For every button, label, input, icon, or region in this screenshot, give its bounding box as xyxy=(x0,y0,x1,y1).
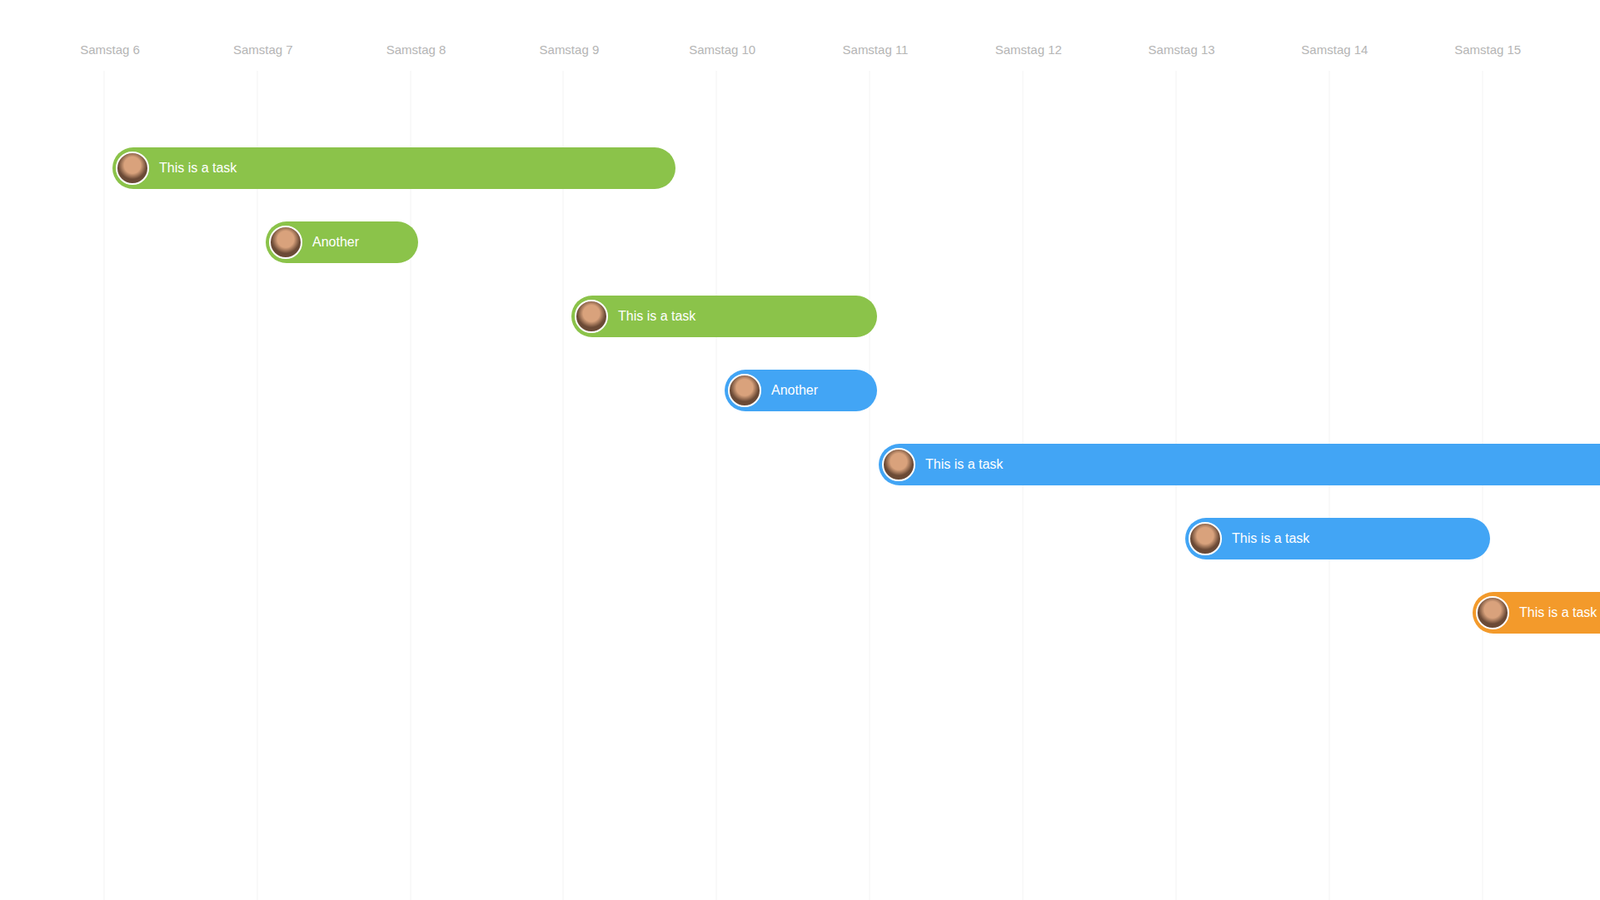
avatar-image xyxy=(727,373,762,408)
day-label: Samstag 15 xyxy=(1454,42,1521,57)
avatar-image xyxy=(269,225,303,260)
task-label: This is a task xyxy=(1231,531,1323,547)
task-bar: This is a task xyxy=(1185,518,1491,560)
day-label: Samstag 6 xyxy=(79,42,140,57)
day-label: Samstag 12 xyxy=(995,42,1062,57)
avatar-image xyxy=(115,151,150,185)
avatar-image xyxy=(882,448,916,482)
day-label: Samstag 10 xyxy=(688,42,756,57)
day-label: Samstag 7 xyxy=(233,42,294,57)
task-bar: Another xyxy=(265,221,419,264)
task-bar: This is a task xyxy=(878,443,1600,486)
task-bar: Another xyxy=(724,369,878,412)
task-label: Another xyxy=(771,383,832,399)
task-bar: This is a task xyxy=(571,295,878,338)
task-label: This is a task xyxy=(618,309,709,324)
day-label: Samstag 13 xyxy=(1148,42,1216,57)
task-label: This is a task xyxy=(1519,605,1600,621)
avatar-image xyxy=(574,299,609,334)
task-label: This is a task xyxy=(925,457,1017,473)
day-label: Samstag 8 xyxy=(386,42,447,57)
task-bar: This is a task xyxy=(1472,592,1600,634)
day-label: Samstag 9 xyxy=(539,42,600,57)
task-bar: This is a task xyxy=(112,147,676,190)
task-label: Another xyxy=(312,234,373,250)
avatar-image xyxy=(1188,522,1222,556)
task-label: This is a task xyxy=(159,160,250,176)
day-label: Samstag 11 xyxy=(842,42,909,57)
avatar-image xyxy=(1475,596,1510,630)
day-label: Samstag 14 xyxy=(1300,42,1368,57)
